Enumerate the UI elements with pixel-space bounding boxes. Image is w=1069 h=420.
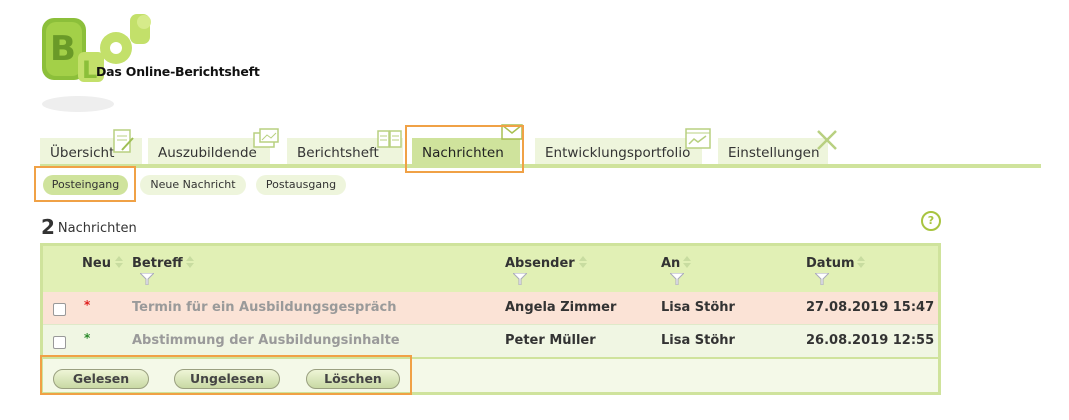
filter-icon[interactable] <box>140 273 154 285</box>
new-marker: * <box>84 331 91 345</box>
column-header-an[interactable]: An <box>661 256 681 271</box>
highlight-action-buttons <box>40 355 412 395</box>
message-sender: Peter Müller <box>505 333 596 348</box>
tab-entwicklungsportfolio[interactable]: Entwicklungsportfolio <box>535 138 702 165</box>
sort-arrows-icon[interactable] <box>683 256 691 268</box>
message-date: 26.08.2019 12:55 <box>806 333 935 348</box>
message-subject[interactable]: Termin für ein Ausbildungsgespräch <box>132 300 397 315</box>
message-date: 27.08.2019 15:47 <box>806 300 935 315</box>
filter-icon[interactable] <box>815 273 829 285</box>
svg-text:B: B <box>50 29 76 69</box>
tab-bar-underline <box>40 164 1041 168</box>
open-book-icon <box>377 130 402 148</box>
table-row[interactable]: * Abstimmung der Ausbildungsinhalte Pete… <box>43 324 938 357</box>
tab-einstellungen[interactable]: Einstellungen <box>718 138 828 165</box>
mark-read-button[interactable]: Gelesen <box>53 369 149 389</box>
column-header-datum[interactable]: Datum <box>806 256 855 271</box>
message-recipient: Lisa Stöhr <box>661 300 735 315</box>
subtab-posteingang[interactable]: Posteingang <box>43 175 128 195</box>
tools-icon <box>817 130 837 150</box>
message-table: Neu Betreff Absender An Datum * Termin f… <box>40 243 941 395</box>
column-header-neu[interactable]: Neu <box>82 256 111 271</box>
row-checkbox[interactable] <box>53 303 66 316</box>
message-sender: Angela Zimmer <box>505 300 617 315</box>
tab-label: Entwicklungsportfolio <box>545 145 691 161</box>
filter-icon[interactable] <box>670 273 684 285</box>
document-pen-icon <box>113 129 134 153</box>
logo-tagline: Das Online-Berichtsheft <box>96 64 260 79</box>
message-count-number: 2 <box>41 215 55 239</box>
mark-unread-button[interactable]: Ungelesen <box>174 369 280 389</box>
sort-arrows-icon[interactable] <box>857 256 865 268</box>
subtab-postausgang[interactable]: Postausgang <box>256 175 346 195</box>
tab-auszubildende[interactable]: Auszubildende <box>148 138 270 165</box>
tab-label: Berichtsheft <box>297 145 379 161</box>
new-marker: * <box>84 298 91 312</box>
column-header-absender[interactable]: Absender <box>505 256 575 271</box>
sort-arrows-icon[interactable] <box>579 256 587 268</box>
row-checkbox[interactable] <box>53 336 66 349</box>
message-count-label: Nachrichten <box>57 221 137 236</box>
folder-image-icon <box>253 128 279 148</box>
svg-text:L: L <box>82 56 97 84</box>
message-subject[interactable]: Abstimmung der Ausbildungsinhalte <box>132 333 400 348</box>
help-icon[interactable]: ? <box>921 211 941 231</box>
tab-label: Übersicht <box>50 145 115 161</box>
sort-arrows-icon[interactable] <box>115 256 123 268</box>
sort-arrows-icon[interactable] <box>186 256 194 268</box>
delete-button[interactable]: Löschen <box>306 369 400 389</box>
tab-label: Nachrichten <box>422 145 504 161</box>
message-recipient: Lisa Stöhr <box>661 333 735 348</box>
table-header: Neu Betreff Absender An Datum <box>43 246 938 292</box>
highlight-subtab-posteingang <box>34 166 136 202</box>
chart-window-icon <box>685 128 711 149</box>
highlight-tab-nachrichten <box>405 125 524 173</box>
table-row[interactable]: * Termin für ein Ausbildungsgespräch Ang… <box>43 292 938 324</box>
column-header-betreff[interactable]: Betreff <box>132 256 183 271</box>
filter-icon[interactable] <box>513 273 527 285</box>
tab-label: Auszubildende <box>158 145 257 161</box>
tab-label: Einstellungen <box>728 145 820 161</box>
blok-logo-graphic: B L <box>42 14 151 112</box>
tab-nachrichten[interactable]: Nachrichten <box>412 138 520 165</box>
table-actions: Gelesen Ungelesen Löschen <box>43 357 938 394</box>
subtab-neue-nachricht[interactable]: Neue Nachricht <box>140 175 246 195</box>
